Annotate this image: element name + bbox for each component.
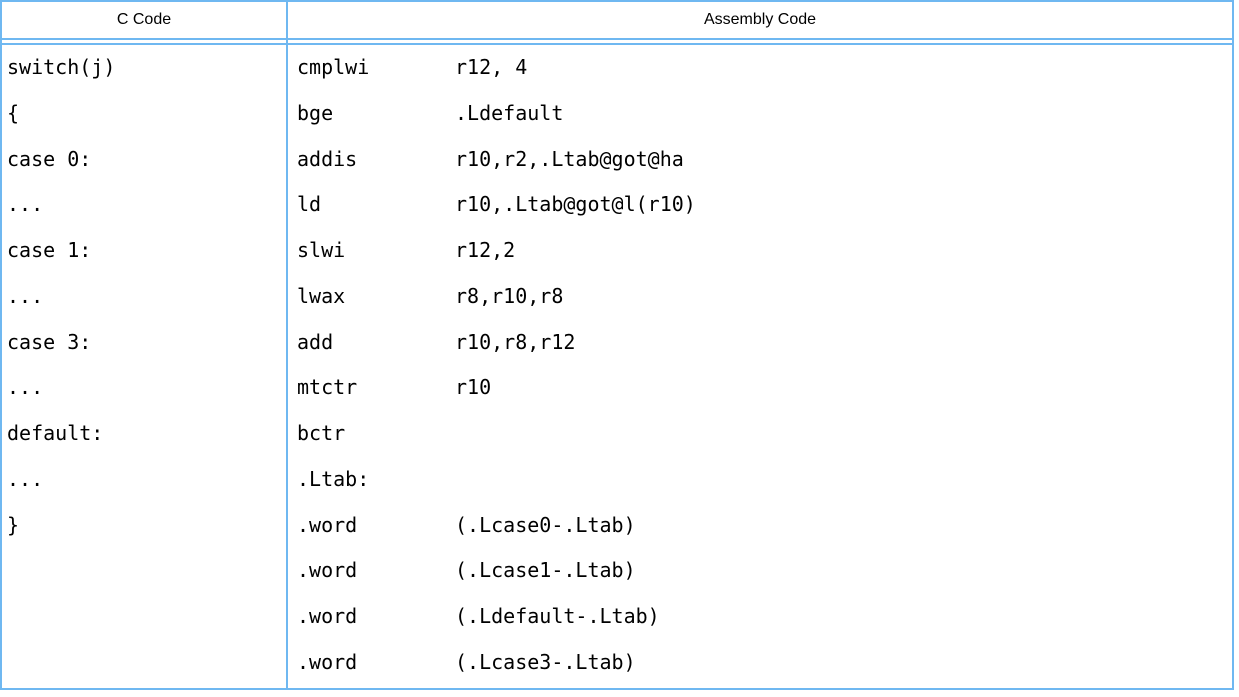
assembly-operands: r8,r10,r8 <box>455 283 564 308</box>
table-body: switch(j) cmplwi r12, 4 { bge .Ldefault ca… <box>2 45 1232 686</box>
table-row: .word (.Ldefault-.Ltab) <box>2 594 1232 640</box>
assembly-mnemonic: bge <box>297 100 334 125</box>
c-code-cell: ... <box>7 192 44 217</box>
c-code-cell: ... <box>7 466 44 491</box>
c-code-cell: ... <box>7 283 44 308</box>
assembly-operands: r10,r8,r12 <box>455 329 576 354</box>
c-code-cell: ... <box>7 375 44 400</box>
assembly-mnemonic: ld <box>297 192 322 217</box>
assembly-cell: .Ltab: <box>288 457 1232 503</box>
assembly-operands: (.Ldefault-.Ltab) <box>455 604 660 629</box>
assembly-cell: .word (.Lcase0-.Ltab) <box>288 503 1232 549</box>
c-code-cell <box>2 594 286 640</box>
header-separator-rule <box>2 43 1232 45</box>
header-separator-gap <box>2 40 1232 43</box>
assembly-cell: .word (.Lcase3-.Ltab) <box>288 640 1232 686</box>
table-row: case 1: slwi r12,2 <box>2 228 1232 274</box>
header-cell-c-code: C Code <box>116 11 172 28</box>
assembly-cell: mtctr r10 <box>288 365 1232 411</box>
assembly-mnemonic: mtctr <box>297 375 358 400</box>
assembly-operands: r10,.Ltab@got@l(r10) <box>455 192 696 217</box>
header-row: C Code Assembly Code <box>2 2 1232 40</box>
assembly-operands: r10,r2,.Ltab@got@ha <box>455 146 684 171</box>
assembly-cell: .word (.Lcase1-.Ltab) <box>288 548 1232 594</box>
assembly-cell: ld r10,.Ltab@got@l(r10) <box>288 182 1232 228</box>
c-code-cell: case 3: <box>7 329 92 354</box>
header-cell-assembly-code: Assembly Code <box>703 11 817 28</box>
table-row: { bge .Ldefault <box>2 91 1232 137</box>
assembly-mnemonic: .word <box>297 558 358 583</box>
assembly-mnemonic: lwax <box>297 283 346 308</box>
table-row: case 0: addis r10,r2,.Ltab@got@ha <box>2 137 1232 183</box>
c-code-cell <box>2 640 286 686</box>
assembly-cell: add r10,r8,r12 <box>288 320 1232 366</box>
assembly-mnemonic: .Ltab: <box>297 466 370 491</box>
assembly-operands: (.Lcase1-.Ltab) <box>455 558 636 583</box>
assembly-mnemonic: bctr <box>297 421 346 446</box>
assembly-operands: r12,2 <box>455 238 516 263</box>
assembly-cell: .word (.Ldefault-.Ltab) <box>288 594 1232 640</box>
assembly-cell: cmplwi r12, 4 <box>288 45 1232 91</box>
table-row: default: bctr <box>2 411 1232 457</box>
c-code-cell: case 1: <box>7 238 92 263</box>
c-code-cell: } <box>7 512 20 537</box>
assembly-cell: addis r10,r2,.Ltab@got@ha <box>288 137 1232 183</box>
table-row: ... ld r10,.Ltab@got@l(r10) <box>2 182 1232 228</box>
table-row: ... .Ltab: <box>2 457 1232 503</box>
assembly-operands: .Ldefault <box>455 100 564 125</box>
table-row: ... lwax r8,r10,r8 <box>2 274 1232 320</box>
c-code-cell: switch(j) <box>7 55 116 79</box>
assembly-cell: lwax r8,r10,r8 <box>288 274 1232 320</box>
assembly-operands: (.Lcase0-.Ltab) <box>455 512 636 537</box>
assembly-mnemonic: addis <box>297 146 358 171</box>
c-code-cell: case 0: <box>7 146 92 171</box>
assembly-mnemonic: .word <box>297 604 358 629</box>
table-row: } .word (.Lcase0-.Ltab) <box>2 503 1232 549</box>
assembly-mnemonic: .word <box>297 512 358 537</box>
assembly-cell: slwi r12,2 <box>288 228 1232 274</box>
assembly-cell: bge .Ldefault <box>288 91 1232 137</box>
column-divider <box>286 2 288 688</box>
assembly-mnemonic: cmplwi <box>297 55 370 79</box>
c-code-cell: { <box>7 100 20 125</box>
c-code-cell <box>2 548 286 594</box>
c-code-cell: default: <box>7 421 104 446</box>
table-row: switch(j) cmplwi r12, 4 <box>2 45 1232 91</box>
table-row: ... mtctr r10 <box>2 365 1232 411</box>
table-row: .word (.Lcase3-.Ltab) <box>2 640 1232 686</box>
assembly-operands: (.Lcase3-.Ltab) <box>455 649 636 674</box>
table-row: case 3: add r10,r8,r12 <box>2 320 1232 366</box>
assembly-operands: r12, 4 <box>455 55 528 79</box>
assembly-mnemonic: add <box>297 329 334 354</box>
assembly-operands: r10 <box>455 375 492 400</box>
table-row: .word (.Lcase1-.Ltab) <box>2 548 1232 594</box>
assembly-cell: bctr <box>288 411 1232 457</box>
assembly-mnemonic: .word <box>297 649 358 674</box>
assembly-mnemonic: slwi <box>297 238 346 263</box>
